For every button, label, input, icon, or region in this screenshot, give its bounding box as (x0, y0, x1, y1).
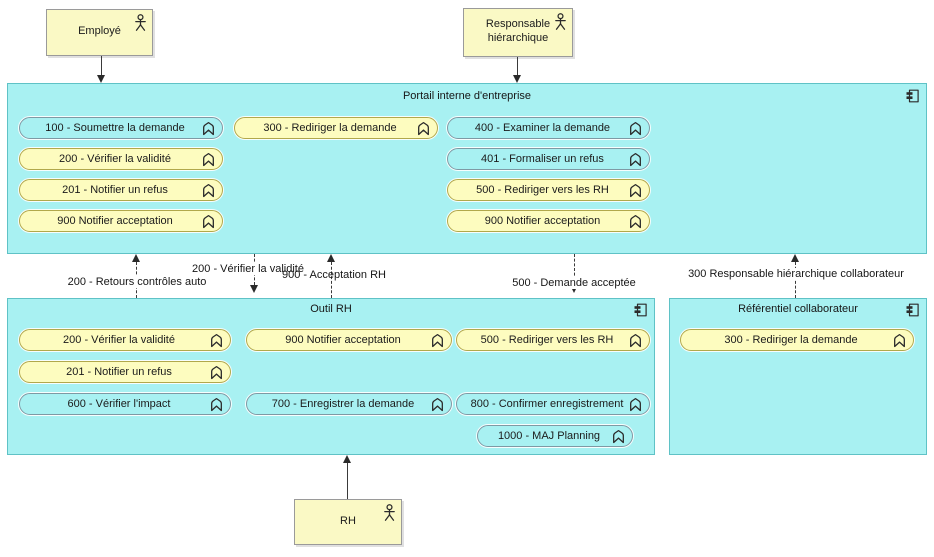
pill-portail-900-notifier-acceptation-left[interactable]: 900 Notifier acceptation (19, 210, 223, 232)
actor-rh-label: RH (340, 515, 356, 527)
pill-portail-300-rediriger[interactable]: 300 - Rediriger la demande (234, 117, 438, 139)
pill-outil-900-notifier[interactable]: 900 Notifier acceptation (246, 329, 452, 351)
pill-portail-100-soumettre[interactable]: 100 - Soumettre la demande (19, 117, 223, 139)
connection-label-responsable-collaborateur: 300 Responsable hiérarchique collaborate… (686, 268, 906, 280)
connection-label-acceptation-rh: 900 - Acceptation RH (282, 269, 386, 281)
function-icon (430, 397, 445, 412)
function-icon (201, 214, 216, 229)
business-actor-icon (554, 13, 567, 31)
pill-label: 200 - Vérifier la validité (63, 334, 175, 346)
pill-label: 400 - Examiner la demande (474, 122, 611, 134)
pill-portail-200-verifier[interactable]: 200 - Vérifier la validité (19, 148, 223, 170)
arrowhead-up (327, 254, 335, 262)
function-icon (201, 121, 216, 136)
pill-referentiel-300-rediriger[interactable]: 300 - Rediriger la demande (680, 329, 914, 351)
container-outil-rh[interactable]: Outil RH 200 - Vérifier la validité 900 … (7, 298, 655, 455)
container-referentiel-collaborateur[interactable]: Référentiel collaborateur 300 - Redirige… (669, 298, 927, 455)
function-icon (201, 183, 216, 198)
function-icon (628, 214, 643, 229)
connection-rh-outil[interactable] (347, 463, 348, 499)
function-icon (416, 121, 431, 136)
pill-label: 401 - Formaliser un refus (481, 153, 604, 165)
arrowhead-up (343, 455, 351, 463)
pill-label: 300 - Rediriger la demande (263, 122, 397, 134)
connection-responsable-portail[interactable] (517, 57, 518, 75)
arrowhead-up (132, 254, 140, 262)
pill-outil-500-rediriger[interactable]: 500 - Rediriger vers les RH (456, 329, 650, 351)
connection-label-verifier-validite: 200 - Vérifier la validité (190, 263, 306, 275)
pill-outil-800-confirmer[interactable]: 800 - Confirmer enregistrement (456, 393, 650, 415)
function-icon (628, 152, 643, 167)
actor-responsable-label-line1: Responsable (485, 18, 551, 30)
actor-employe-label: Employé (78, 25, 121, 37)
pill-portail-500-rediriger-rh[interactable]: 500 - Rediriger vers les RH (447, 179, 650, 201)
arrowhead-down (570, 285, 578, 293)
function-icon (430, 333, 445, 348)
pill-label: 600 - Vérifier l'impact (67, 398, 171, 410)
function-icon (628, 397, 643, 412)
actor-responsable-hierarchique[interactable]: Responsable hiérarchique (463, 8, 573, 57)
business-actor-icon (383, 504, 396, 522)
arrowhead-down (250, 285, 258, 293)
arrowhead-down (97, 75, 105, 83)
function-icon (209, 365, 224, 380)
connection-label-demande-acceptee: 500 - Demande acceptée (510, 277, 638, 289)
pill-label: 900 Notifier acceptation (285, 334, 401, 346)
pill-portail-900-notifier-acceptation-right[interactable]: 900 Notifier acceptation (447, 210, 650, 232)
pill-outil-201-notifier-refus[interactable]: 201 - Notifier un refus (19, 361, 231, 383)
component-icon (905, 89, 920, 103)
pill-label: 500 - Rediriger vers les RH (480, 334, 614, 346)
pill-outil-200-verifier[interactable]: 200 - Vérifier la validité (19, 329, 231, 351)
pill-label: 201 - Notifier un refus (62, 184, 168, 196)
function-icon (209, 397, 224, 412)
pill-outil-700-enregistrer[interactable]: 700 - Enregistrer la demande (246, 393, 452, 415)
container-portail-interne[interactable]: Portail interne d'entreprise 100 - Soume… (7, 83, 927, 254)
container-portail-title: Portail interne d'entreprise (402, 90, 532, 102)
pill-label: 200 - Vérifier la validité (59, 153, 171, 165)
pill-label: 900 Notifier acceptation (57, 215, 173, 227)
pill-outil-600-verifier-impact[interactable]: 600 - Vérifier l'impact (19, 393, 231, 415)
pill-label: 500 - Rediriger vers les RH (476, 184, 609, 196)
function-icon (611, 429, 626, 444)
arrowhead-up (791, 254, 799, 262)
function-icon (892, 333, 907, 348)
pill-outil-1000-maj-planning[interactable]: 1000 - MAJ Planning (477, 425, 633, 447)
function-icon (628, 121, 643, 136)
container-outil-rh-title: Outil RH (310, 303, 352, 315)
actor-employe[interactable]: Employé (46, 9, 153, 56)
function-icon (628, 183, 643, 198)
arrowhead-down (513, 75, 521, 83)
connection-employe-portail[interactable] (101, 56, 102, 75)
pill-portail-201-notifier-refus[interactable]: 201 - Notifier un refus (19, 179, 223, 201)
connection-demande-acceptee[interactable] (574, 254, 575, 285)
function-icon (628, 333, 643, 348)
pill-label: 201 - Notifier un refus (66, 366, 172, 378)
component-icon (633, 303, 648, 317)
connection-label-retours-controles: 200 - Retours contrôles auto (65, 276, 209, 288)
connection-responsable-collaborateur[interactable] (795, 262, 796, 298)
connection-acceptation-rh[interactable] (331, 262, 332, 298)
pill-label: 900 Notifier acceptation (484, 215, 601, 227)
actor-responsable-label-line2: hiérarchique (487, 32, 549, 44)
pill-label: 1000 - MAJ Planning (497, 430, 601, 442)
actor-rh[interactable]: RH (294, 499, 402, 545)
pill-label: 300 - Rediriger la demande (724, 334, 858, 346)
pill-portail-400-examiner[interactable]: 400 - Examiner la demande (447, 117, 650, 139)
container-referentiel-title: Référentiel collaborateur (738, 303, 858, 315)
pill-portail-401-formaliser[interactable]: 401 - Formaliser un refus (447, 148, 650, 170)
function-icon (209, 333, 224, 348)
function-icon (201, 152, 216, 167)
component-icon (905, 303, 920, 317)
pill-label: 700 - Enregistrer la demande (271, 398, 415, 410)
pill-label: 100 - Soumettre la demande (45, 122, 185, 134)
business-actor-icon (134, 14, 147, 32)
pill-label: 800 - Confirmer enregistrement (470, 398, 624, 410)
actor-responsable-label: Responsable hiérarchique (464, 17, 572, 45)
